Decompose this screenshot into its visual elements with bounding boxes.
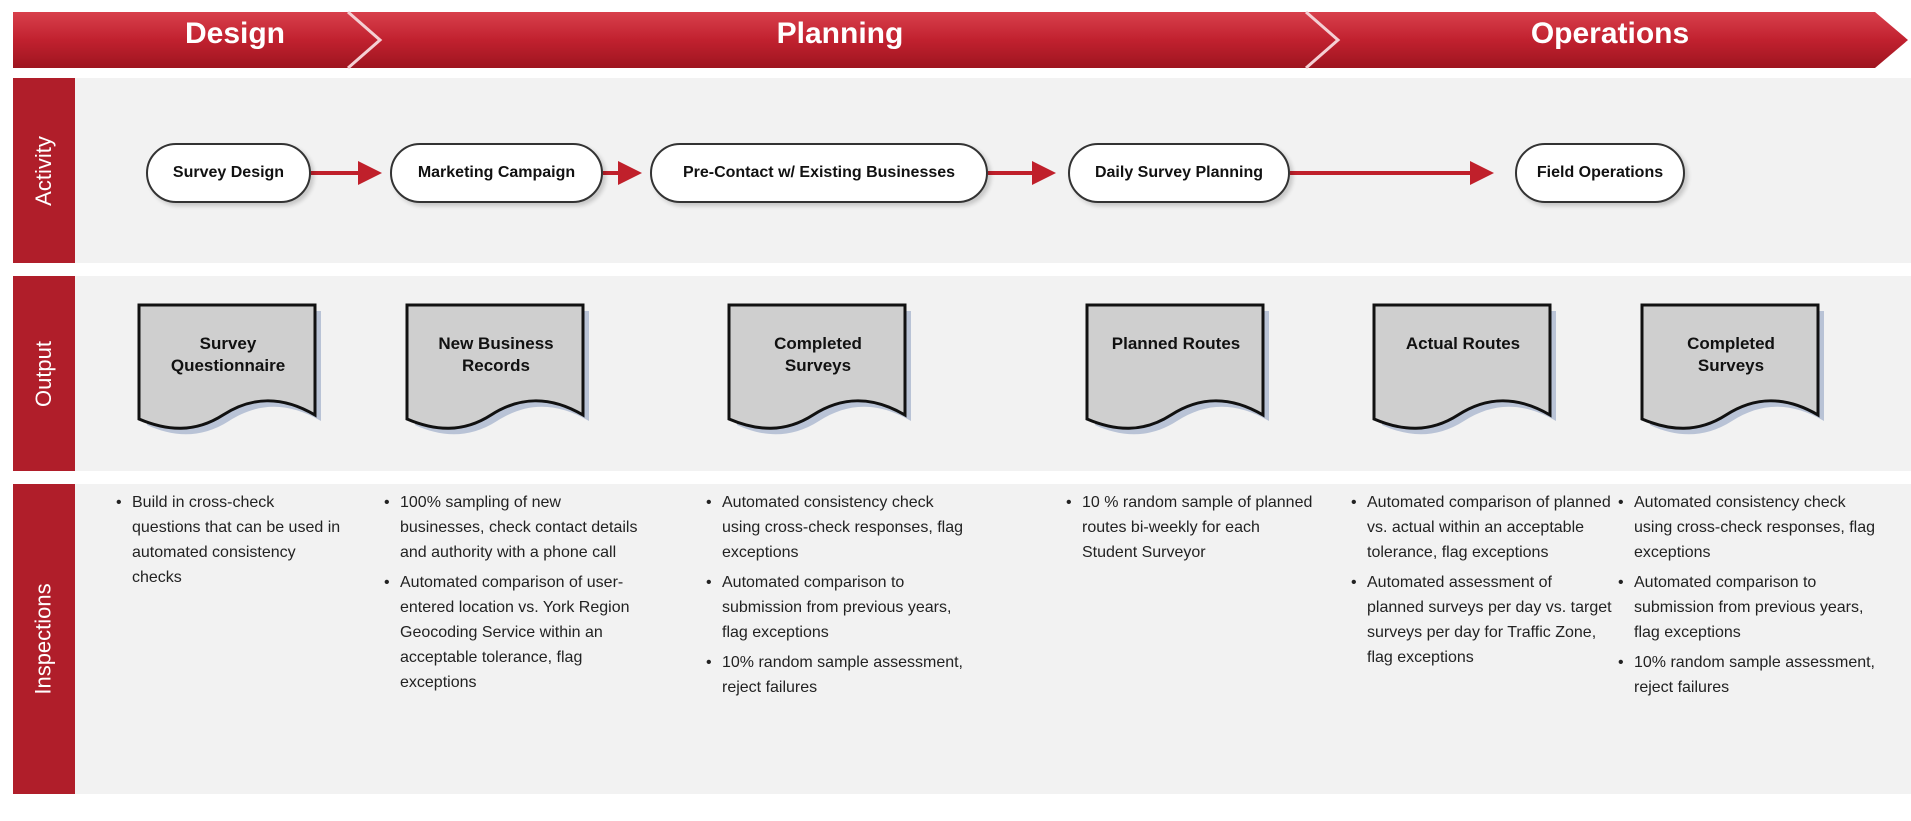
activity-marketing-campaign: Marketing Campaign <box>390 143 603 203</box>
inspection-item: Automated comparison of user-entered loc… <box>384 570 640 695</box>
output-doc-title-line2: Surveys <box>1697 356 1765 375</box>
output-doc-title-line1: Completed <box>1687 334 1775 353</box>
inspection-item: 100% sampling of new businesses, check c… <box>384 490 640 565</box>
inspection-item: Build in cross-check questions that can … <box>116 490 347 590</box>
inspection-item: 10 % random sample of planned routes bi-… <box>1066 490 1317 565</box>
activity-daily-survey-planning: Daily Survey Planning <box>1068 143 1290 203</box>
row-label-output-text: Output <box>31 340 57 407</box>
stage-divider-planning-operations <box>1305 10 1341 70</box>
output-doc-title-line2: Records <box>461 356 531 375</box>
activity-field-operations: Field Operations <box>1515 143 1685 203</box>
inspections-list-marketing: 100% sampling of new businesses, check c… <box>378 490 640 700</box>
inspections-list-field-ops-routes: Automated comparison of planned vs. actu… <box>1345 490 1612 675</box>
document-shape <box>1372 303 1556 435</box>
output-doc-title-line1: Planned Routes <box>1111 334 1241 353</box>
document-shape <box>137 303 321 435</box>
output-doc-title: Actual Routes <box>1372 333 1554 355</box>
row-label-inspections-text: Inspections <box>31 583 57 695</box>
inspection-item: Automated comparison to submission from … <box>1618 570 1879 645</box>
output-row-tab <box>13 276 75 471</box>
stage-label-operations: Operations <box>1530 17 1690 50</box>
inspection-item: Automated comparison to submission from … <box>706 570 967 645</box>
row-label-output: Output <box>13 276 75 471</box>
inspections-row-tab <box>13 484 75 794</box>
stage-banner <box>13 10 1908 70</box>
output-doc-title-line1: Survey <box>199 334 257 353</box>
output-doc-title-line2: Questionnaire <box>170 356 286 375</box>
inspection-item: 10% random sample assessment, reject fai… <box>1618 650 1879 700</box>
document-shape <box>1640 303 1824 435</box>
row-label-inspections: Inspections <box>13 484 75 794</box>
output-doc-title-line1: Completed <box>774 334 862 353</box>
inspection-item: Automated consistency check using cross-… <box>1618 490 1879 565</box>
inspection-item: 10% random sample assessment, reject fai… <box>706 650 967 700</box>
inspection-item: Automated comparison of planned vs. actu… <box>1351 490 1612 565</box>
output-row-panel <box>13 276 1911 471</box>
activity-pre-contact: Pre-Contact w/ Existing Businesses <box>650 143 988 203</box>
inspection-item: Automated assessment of planned surveys … <box>1351 570 1612 670</box>
inspections-list-daily-planning: 10 % random sample of planned routes bi-… <box>1060 490 1317 570</box>
output-doc-title-line1: New Business <box>438 334 554 353</box>
output-doc-planned-routes: Planned Routes <box>1085 303 1269 441</box>
output-doc-title-line2: Surveys <box>784 356 852 375</box>
inspections-list-pre-contact: Automated consistency check using cross-… <box>700 490 967 705</box>
output-doc-title-line1: Actual Routes <box>1405 334 1521 353</box>
activity-row-tab <box>13 78 75 263</box>
document-shape <box>405 303 589 435</box>
stage-arrow-shape <box>13 12 1908 68</box>
output-doc-title: Planned Routes <box>1085 333 1267 355</box>
document-shape <box>1085 303 1269 435</box>
stage-divider-design-planning <box>347 10 383 70</box>
stage-label-planning: Planning <box>776 17 904 50</box>
inspection-item: Automated consistency check using cross-… <box>706 490 967 565</box>
output-doc-actual-routes: Actual Routes <box>1372 303 1556 441</box>
activity-survey-design: Survey Design <box>146 143 311 203</box>
row-label-activity: Activity <box>13 78 75 263</box>
stage-label-design: Design <box>184 17 286 50</box>
inspections-list-survey-design: Build in cross-check questions that can … <box>110 490 347 595</box>
document-shape <box>727 303 911 435</box>
row-label-activity-text: Activity <box>31 135 56 206</box>
inspections-list-field-ops-surveys: Automated consistency check using cross-… <box>1612 490 1879 705</box>
